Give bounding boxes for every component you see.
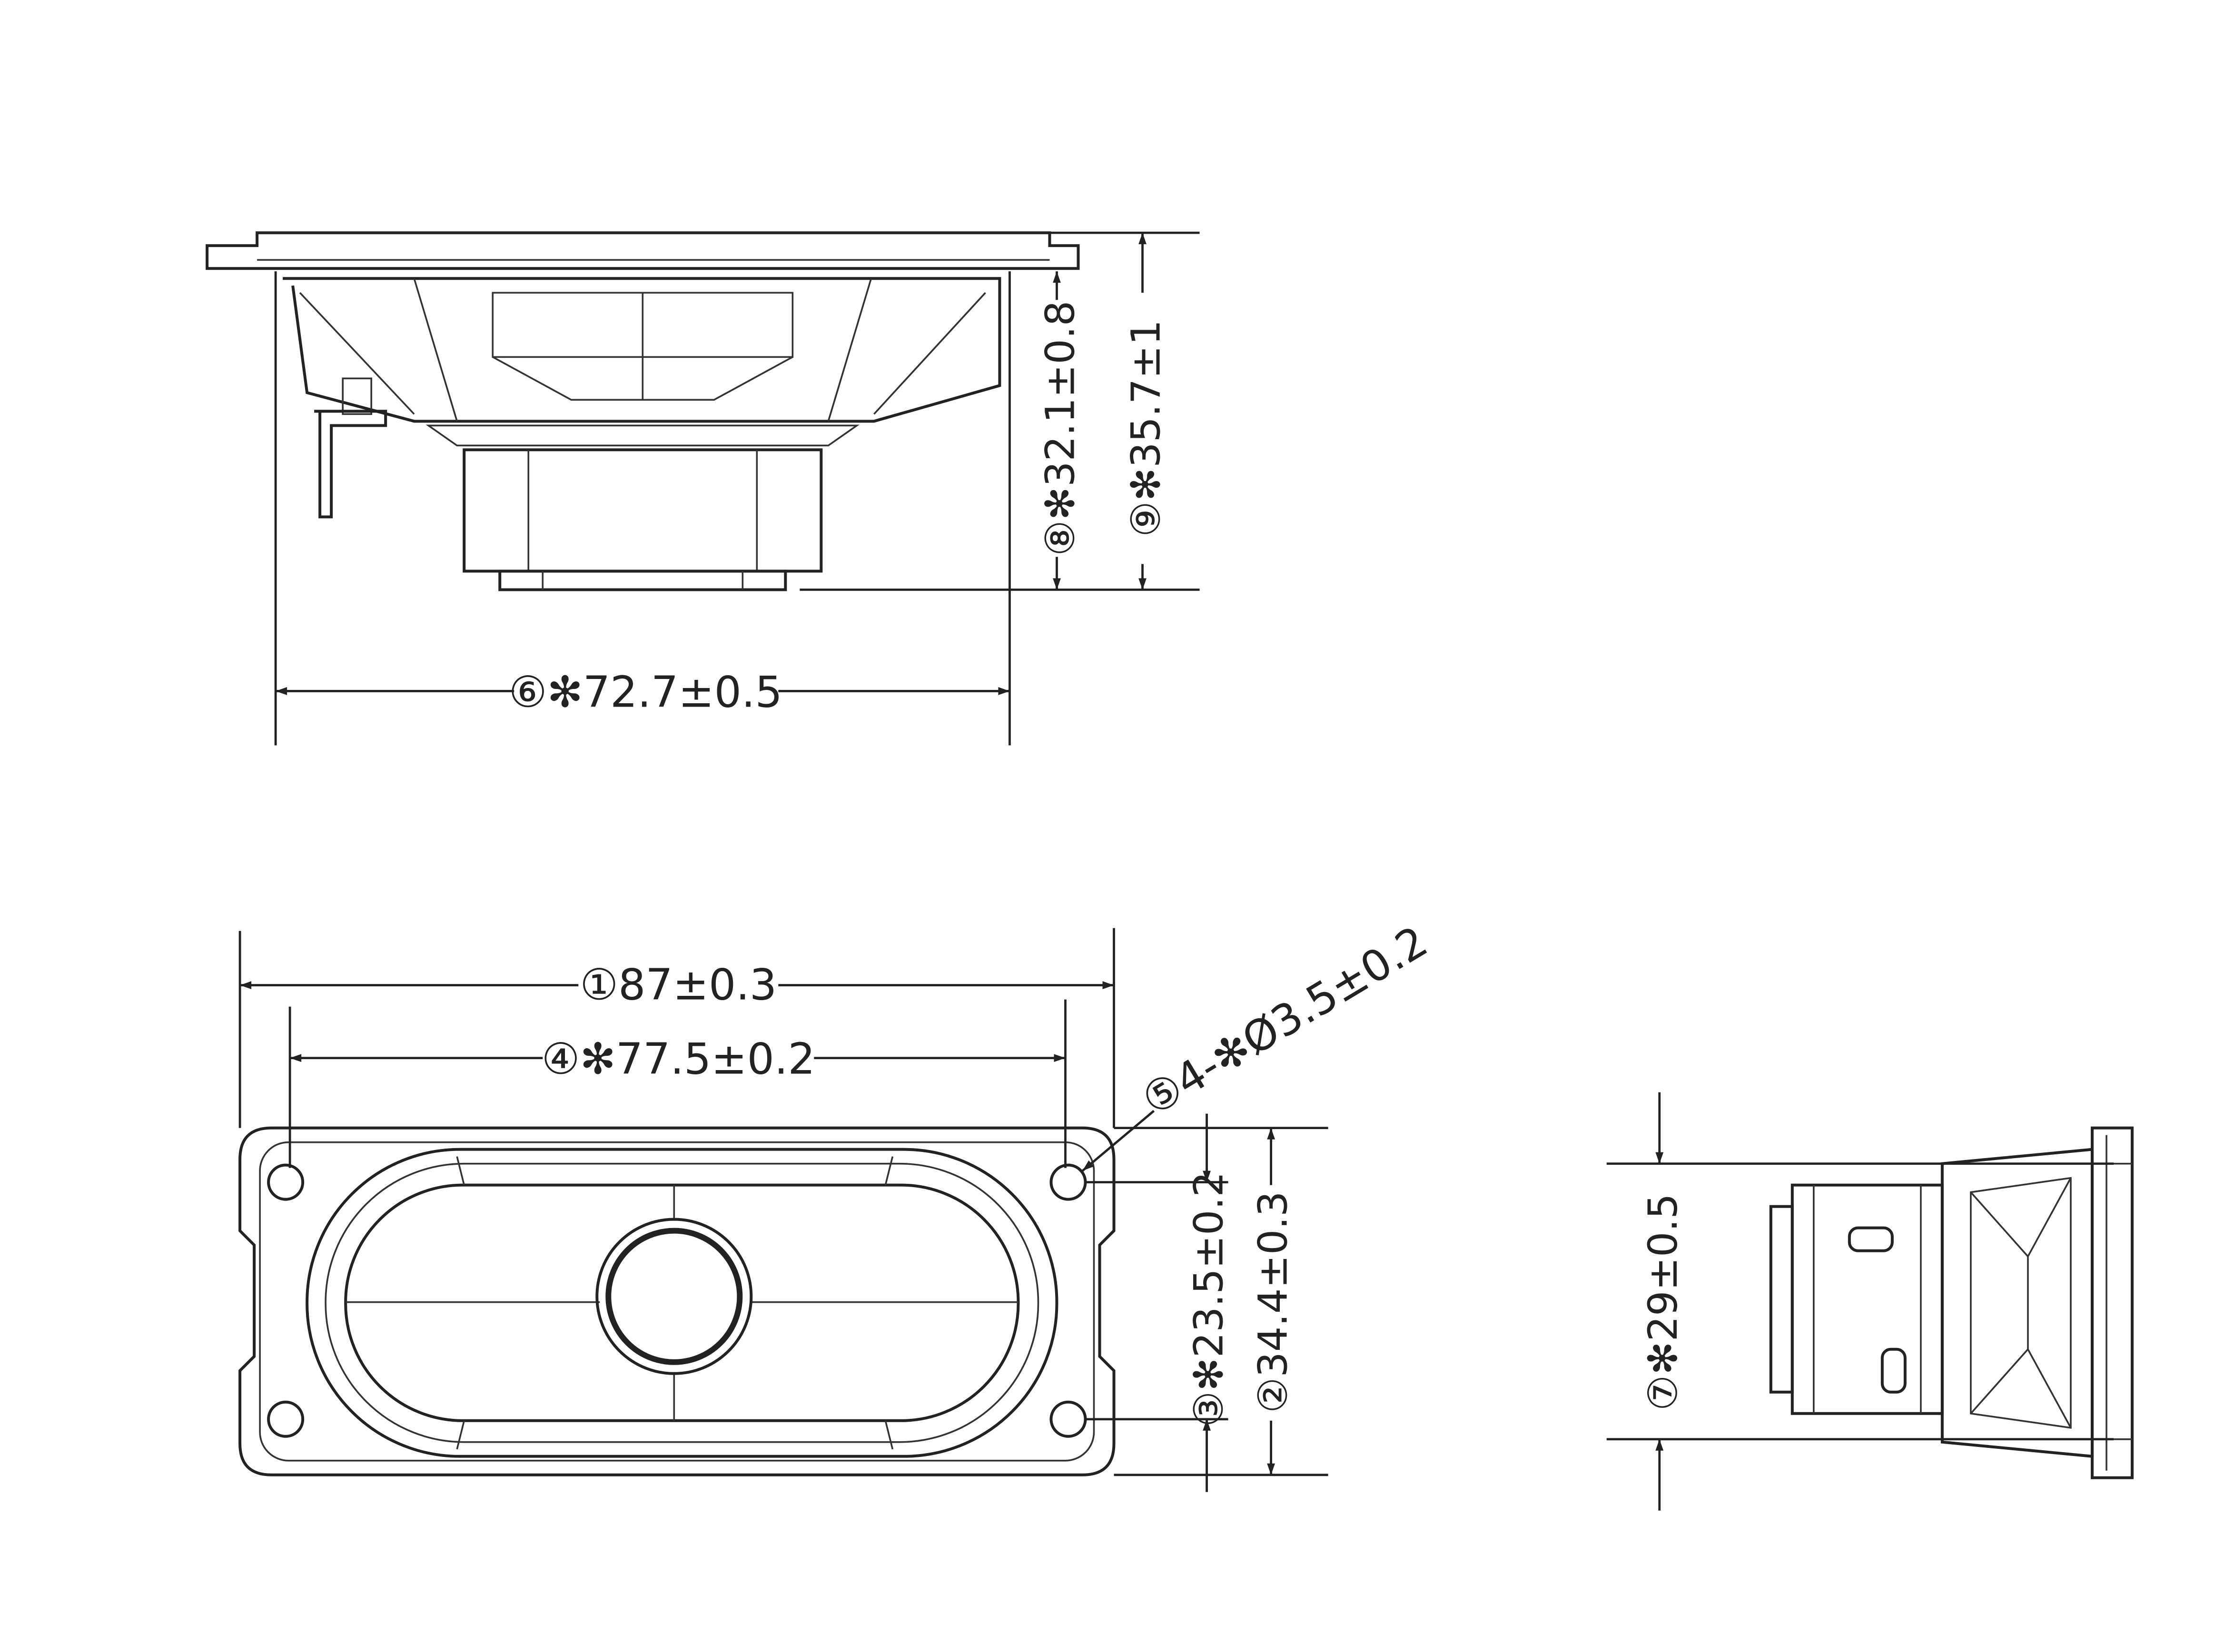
dim-overall-height: ②34.4±0.3 [1250, 1191, 1296, 1413]
magnet [1790, 1183, 1944, 1415]
dim-overall-length: ①87±0.3 [580, 960, 777, 1010]
magnet [463, 448, 823, 573]
dim-hole-spacing-height: ③✻23.5±0.2 [1186, 1171, 1232, 1427]
front-view: ①87±0.3 ④✻77.5±0.2 ⑤4-✻Ø3.5±0.2 ③✻23.5±0… [238, 916, 1436, 1492]
side-view: ⑥✻72.7±0.5 ⑧✻32.1±0.8 ⑨✻35.7±1 [206, 231, 1200, 746]
frame-flange [2090, 1126, 2134, 1479]
frame-outline [238, 1126, 1116, 1476]
dim-cone-depth: ⑧✻32.1±0.8 [1037, 301, 1083, 556]
mounting-hole [1049, 1163, 1087, 1201]
dust-cap [595, 1218, 753, 1375]
surround-outer [306, 1148, 1058, 1458]
mounting-hole [1049, 1400, 1087, 1438]
basket [1940, 1148, 2094, 1458]
end-view: ⑦✻29±0.5 [1606, 1092, 2134, 1511]
terminal-pin [314, 410, 387, 519]
terminal [1880, 1347, 1907, 1394]
dim-overall-depth: ⑨✻35.7±1 [1123, 320, 1169, 537]
mounting-hole [267, 1400, 305, 1438]
basket [283, 277, 1001, 423]
dim-overall-width: ⑥✻72.7±0.5 [509, 667, 782, 717]
terminal [1848, 1226, 1894, 1252]
dim-frame-height: ⑦✻29±0.5 [1640, 1193, 1686, 1411]
frame-flange [206, 231, 1080, 270]
mounting-hole [267, 1163, 305, 1201]
dim-mounting-holes: ⑤4-✻Ø3.5±0.2 [1134, 916, 1436, 1125]
dim-hole-spacing-length: ④✻77.5±0.2 [542, 1034, 815, 1084]
